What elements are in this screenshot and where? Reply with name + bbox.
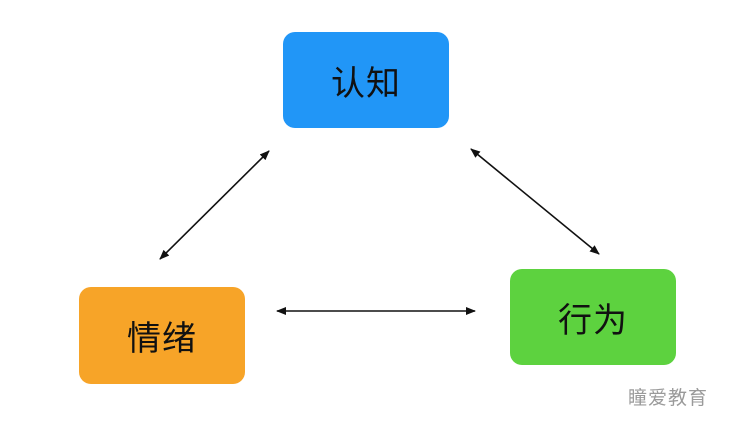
- node-cognition-label: 认知: [331, 63, 401, 104]
- arrow-cognition-behavior: [470, 148, 600, 255]
- watermark: 瞳爱教育: [628, 387, 709, 409]
- node-behavior: 行为: [510, 269, 676, 365]
- arrow-cognition-emotion: [159, 150, 270, 260]
- node-emotion-label: 情绪: [127, 319, 197, 359]
- node-cognition: 认知: [283, 32, 449, 128]
- node-emotion: 情绪: [79, 287, 245, 384]
- node-behavior-label: 行为: [558, 300, 628, 341]
